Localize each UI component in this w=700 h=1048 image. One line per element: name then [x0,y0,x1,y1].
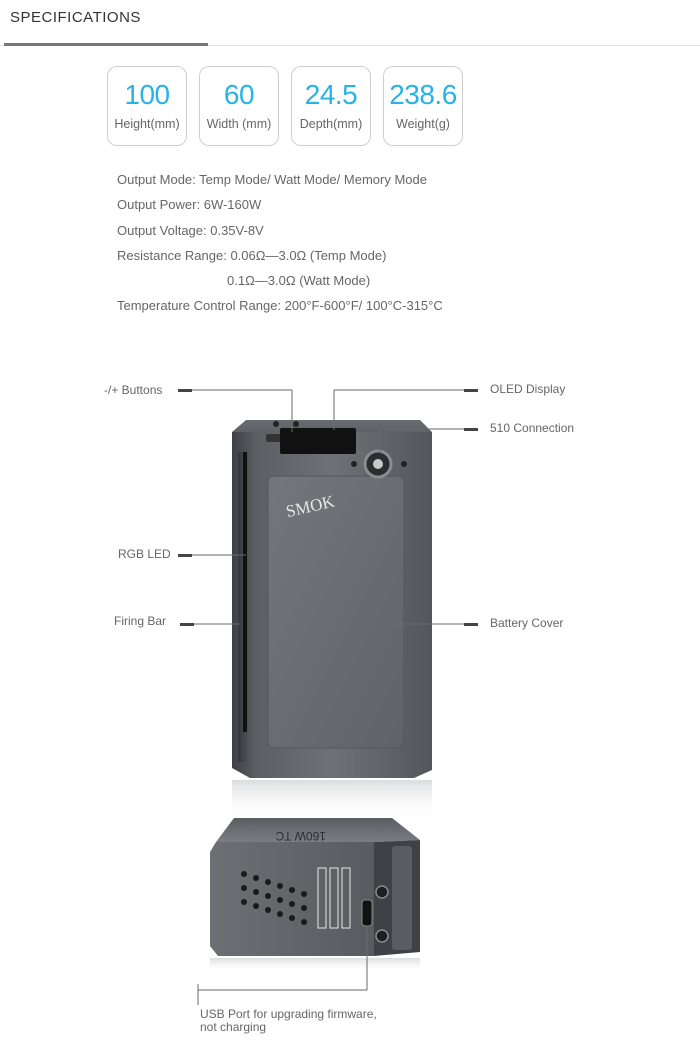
stat-depth: 24.5 Depth(mm) [291,66,371,146]
rgb-led-strip [243,452,247,732]
usb-callout-line [197,926,368,1005]
button-icon [273,421,279,427]
screw-icon [375,885,389,899]
label-battery-cover: Battery Cover [490,616,564,630]
label-oled-display: OLED Display [490,382,566,396]
stat-value: 60 [223,79,255,110]
battery-cover-panel [267,475,405,749]
stat-value: 238.6 [389,79,457,110]
certification-marks [317,867,351,929]
callout-ticks [178,389,478,626]
power-marking: 160W TC [275,829,326,843]
device-bottom-view: 160W TC [210,818,420,972]
label-firing-bar: Firing Bar [114,614,167,628]
stat-weight: 238.6 Weight(g) [383,66,463,146]
oled-display [280,428,356,454]
spec-output-mode: Output Mode: Temp Mode/ Watt Mode/ Memor… [117,172,427,187]
stat-value: 100 [124,79,170,110]
specifications-header: SPECIFICATIONS [0,0,700,48]
vent-holes [241,871,307,925]
spec-list: Output Mode: Temp Mode/ Watt Mode/ Memor… [117,170,443,322]
label-buttons: -/+ Buttons [104,383,163,397]
spec-output-voltage: Output Voltage: 0.35V-8V [117,222,264,238]
stat-label: Depth(mm) [299,117,363,131]
spec-temp-range: Temperature Control Range: 200°F-600°F/ … [117,298,443,314]
label-510-connection: 510 Connection [490,421,575,435]
stat-value: 24.5 [304,79,358,110]
header-divider [0,45,700,46]
callout-lines [180,389,478,625]
stat-label: Height(mm) [114,117,180,131]
header-underline [4,43,208,46]
stat-label: Weight(g) [396,117,450,131]
label-usb-port-line1: USB Port for upgrading firmware, [200,1007,377,1021]
spec-output-power: Output Power: 6W-160W [117,197,262,213]
usb-port [361,899,373,927]
button-icon [293,421,299,427]
stat-height: 100 Height(mm) [107,66,187,146]
label-usb-port-line2: not charging [200,1020,267,1034]
spec-resistance-watt: 0.1Ω—3.0Ω (Watt Mode) [227,273,371,289]
device-front-view: SMOK [232,420,432,820]
spec-resistance-temp: Resistance Range: 0.06Ω—3.0Ω (Temp Mode) [117,247,387,263]
screw-icon [375,929,389,943]
stat-label: Width (mm) [206,117,272,131]
stat-width: 60 Width (mm) [199,66,279,146]
page-title: SPECIFICATIONS [10,9,141,26]
label-rgb-led: RGB LED [118,547,171,561]
